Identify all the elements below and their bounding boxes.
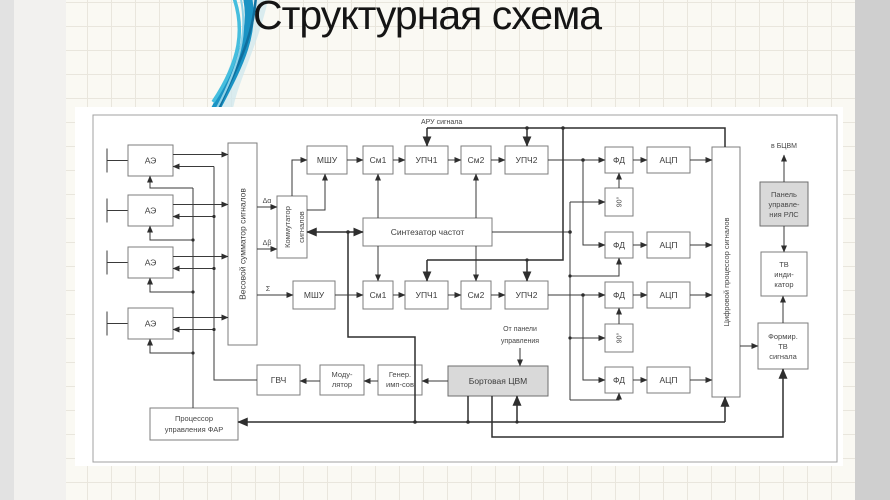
box-antenna-element-2: АЭ xyxy=(127,194,174,227)
label-delta-alpha: Δα xyxy=(263,198,272,205)
svg-text:См1: См1 xyxy=(370,155,387,165)
box-digital-signal-processor: Цифровой процессор сигналов xyxy=(711,146,741,398)
box-frequency-synthesizer: Синтезатор частот xyxy=(362,217,493,247)
block-diagram: АЭ АЭ АЭ АЭ Весовой сумматор сигналов Ко… xyxy=(92,114,838,463)
box-modulator: Моду- лятор xyxy=(319,364,365,396)
svg-text:АЦП: АЦП xyxy=(659,290,677,300)
box-antenna-element-3: АЭ xyxy=(127,246,174,279)
label-from-panel-line1: От панели xyxy=(503,326,537,333)
svg-text:сигналов: сигналов xyxy=(297,211,306,243)
svg-text:УПЧ2: УПЧ2 xyxy=(516,155,538,165)
box-phase-shifter-1: 90° xyxy=(604,187,634,217)
svg-text:ГВЧ: ГВЧ xyxy=(271,375,287,385)
svg-text:лятор: лятор xyxy=(332,380,352,389)
svg-text:имп-сов: имп-сов xyxy=(386,380,414,389)
box-phase-detector-1: ФД xyxy=(604,146,634,174)
svg-text:ФД: ФД xyxy=(613,290,625,300)
box-phase-detector-3: ФД xyxy=(604,281,634,309)
svg-text:ФД: ФД xyxy=(613,240,625,250)
box-adc-4: АЦП xyxy=(646,366,691,394)
svg-text:ТВ: ТВ xyxy=(779,260,789,269)
svg-text:См2: См2 xyxy=(468,290,485,300)
box-if-amp2-lower: УПЧ2 xyxy=(504,280,549,310)
antenna-icon xyxy=(106,148,128,336)
diagram-wires xyxy=(147,126,788,438)
svg-text:См2: См2 xyxy=(468,155,485,165)
box-if-amp1-lower: УПЧ1 xyxy=(404,280,449,310)
box-lna-upper: МШУ xyxy=(306,145,348,175)
svg-text:Синтезатор частот: Синтезатор частот xyxy=(391,227,465,237)
label-agc-signal: АРУ сигнала xyxy=(421,119,462,126)
box-antenna-element-4: АЭ xyxy=(127,307,174,340)
svg-text:МШУ: МШУ xyxy=(317,155,338,165)
svg-text:инди-: инди- xyxy=(774,270,794,279)
svg-text:Панель: Панель xyxy=(771,190,797,199)
box-radar-control-panel: Панель управле- ния РЛС xyxy=(759,181,809,227)
box-signal-commutator: Коммутатор сигналов xyxy=(276,195,308,259)
page-left-outer-band xyxy=(0,0,14,500)
svg-text:90°: 90° xyxy=(616,333,624,344)
svg-text:АЦП: АЦП xyxy=(659,240,677,250)
svg-text:Коммутатор: Коммутатор xyxy=(283,206,292,248)
svg-text:управле-: управле- xyxy=(768,200,800,209)
diagram-panel: АЭ АЭ АЭ АЭ Весовой сумматор сигналов Ко… xyxy=(75,107,843,466)
box-phase-detector-4: ФД xyxy=(604,366,634,394)
box-hf-generator: ГВЧ xyxy=(256,364,301,396)
box-if-amp1-upper: УПЧ1 xyxy=(404,145,449,175)
svg-text:ФД: ФД xyxy=(613,375,625,385)
svg-text:катор: катор xyxy=(774,280,793,289)
svg-text:ТВ: ТВ xyxy=(778,342,788,351)
svg-text:90°: 90° xyxy=(616,197,624,208)
slide-title: Структурная схема xyxy=(253,0,602,38)
svg-text:Бортовая ЦВМ: Бортовая ЦВМ xyxy=(469,376,528,386)
svg-text:сигнала: сигнала xyxy=(769,352,797,361)
svg-text:УПЧ1: УПЧ1 xyxy=(416,155,438,165)
page-right-band xyxy=(855,0,890,500)
box-adc-3: АЦП xyxy=(646,281,691,309)
box-tv-signal-former: Формир. ТВ сигнала xyxy=(757,322,809,370)
svg-text:АЦП: АЦП xyxy=(659,155,677,165)
box-lna-lower: МШУ xyxy=(292,280,336,310)
label-from-panel-line2: управления xyxy=(501,338,539,345)
svg-text:АЭ: АЭ xyxy=(145,156,157,166)
label-to-bcvm: в БЦВМ xyxy=(771,143,797,150)
box-adc-2: АЦП xyxy=(646,231,691,259)
svg-text:УПЧ1: УПЧ1 xyxy=(416,290,438,300)
svg-text:См1: См1 xyxy=(370,290,387,300)
page-left-inner-band xyxy=(14,0,66,500)
box-mixer2-lower: См2 xyxy=(460,280,492,310)
svg-text:управления ФАР: управления ФАР xyxy=(165,425,224,434)
label-delta-beta: Δβ xyxy=(263,240,272,247)
svg-text:АЦП: АЦП xyxy=(659,375,677,385)
svg-text:Формир.: Формир. xyxy=(768,332,798,341)
box-onboard-computer: Бортовая ЦВМ xyxy=(447,365,549,397)
box-phase-detector-2: ФД xyxy=(604,231,634,259)
box-mixer1-upper: См1 xyxy=(362,145,394,175)
box-if-amp2-upper: УПЧ2 xyxy=(504,145,549,175)
svg-text:МШУ: МШУ xyxy=(304,290,325,300)
svg-text:АЭ: АЭ xyxy=(145,258,157,268)
box-phase-shifter-2: 90° xyxy=(604,323,634,353)
box-antenna-element-1: АЭ xyxy=(127,144,174,177)
svg-text:АЭ: АЭ xyxy=(145,319,157,329)
box-phased-array-control-processor: Процессор управления ФАР xyxy=(149,407,239,441)
svg-text:Весовой сумматор сигналов: Весовой сумматор сигналов xyxy=(238,188,248,300)
svg-text:Генер.: Генер. xyxy=(389,370,411,379)
svg-text:АЭ: АЭ xyxy=(145,206,157,216)
svg-text:Процессор: Процессор xyxy=(175,414,213,423)
box-mixer2-upper: См2 xyxy=(460,145,492,175)
box-adc-1: АЦП xyxy=(646,146,691,174)
svg-text:ФД: ФД xyxy=(613,155,625,165)
label-sigma: Σ xyxy=(266,286,271,293)
svg-text:Цифровой процессор сигналов: Цифровой процессор сигналов xyxy=(722,217,731,326)
svg-text:УПЧ2: УПЧ2 xyxy=(516,290,538,300)
box-mixer1-lower: См1 xyxy=(362,280,394,310)
svg-text:Моду-: Моду- xyxy=(332,370,353,379)
box-weighted-summer: Весовой сумматор сигналов xyxy=(227,142,258,346)
box-tv-indicator: ТВ инди- катор xyxy=(760,251,808,297)
svg-text:ния РЛС: ния РЛС xyxy=(769,210,799,219)
